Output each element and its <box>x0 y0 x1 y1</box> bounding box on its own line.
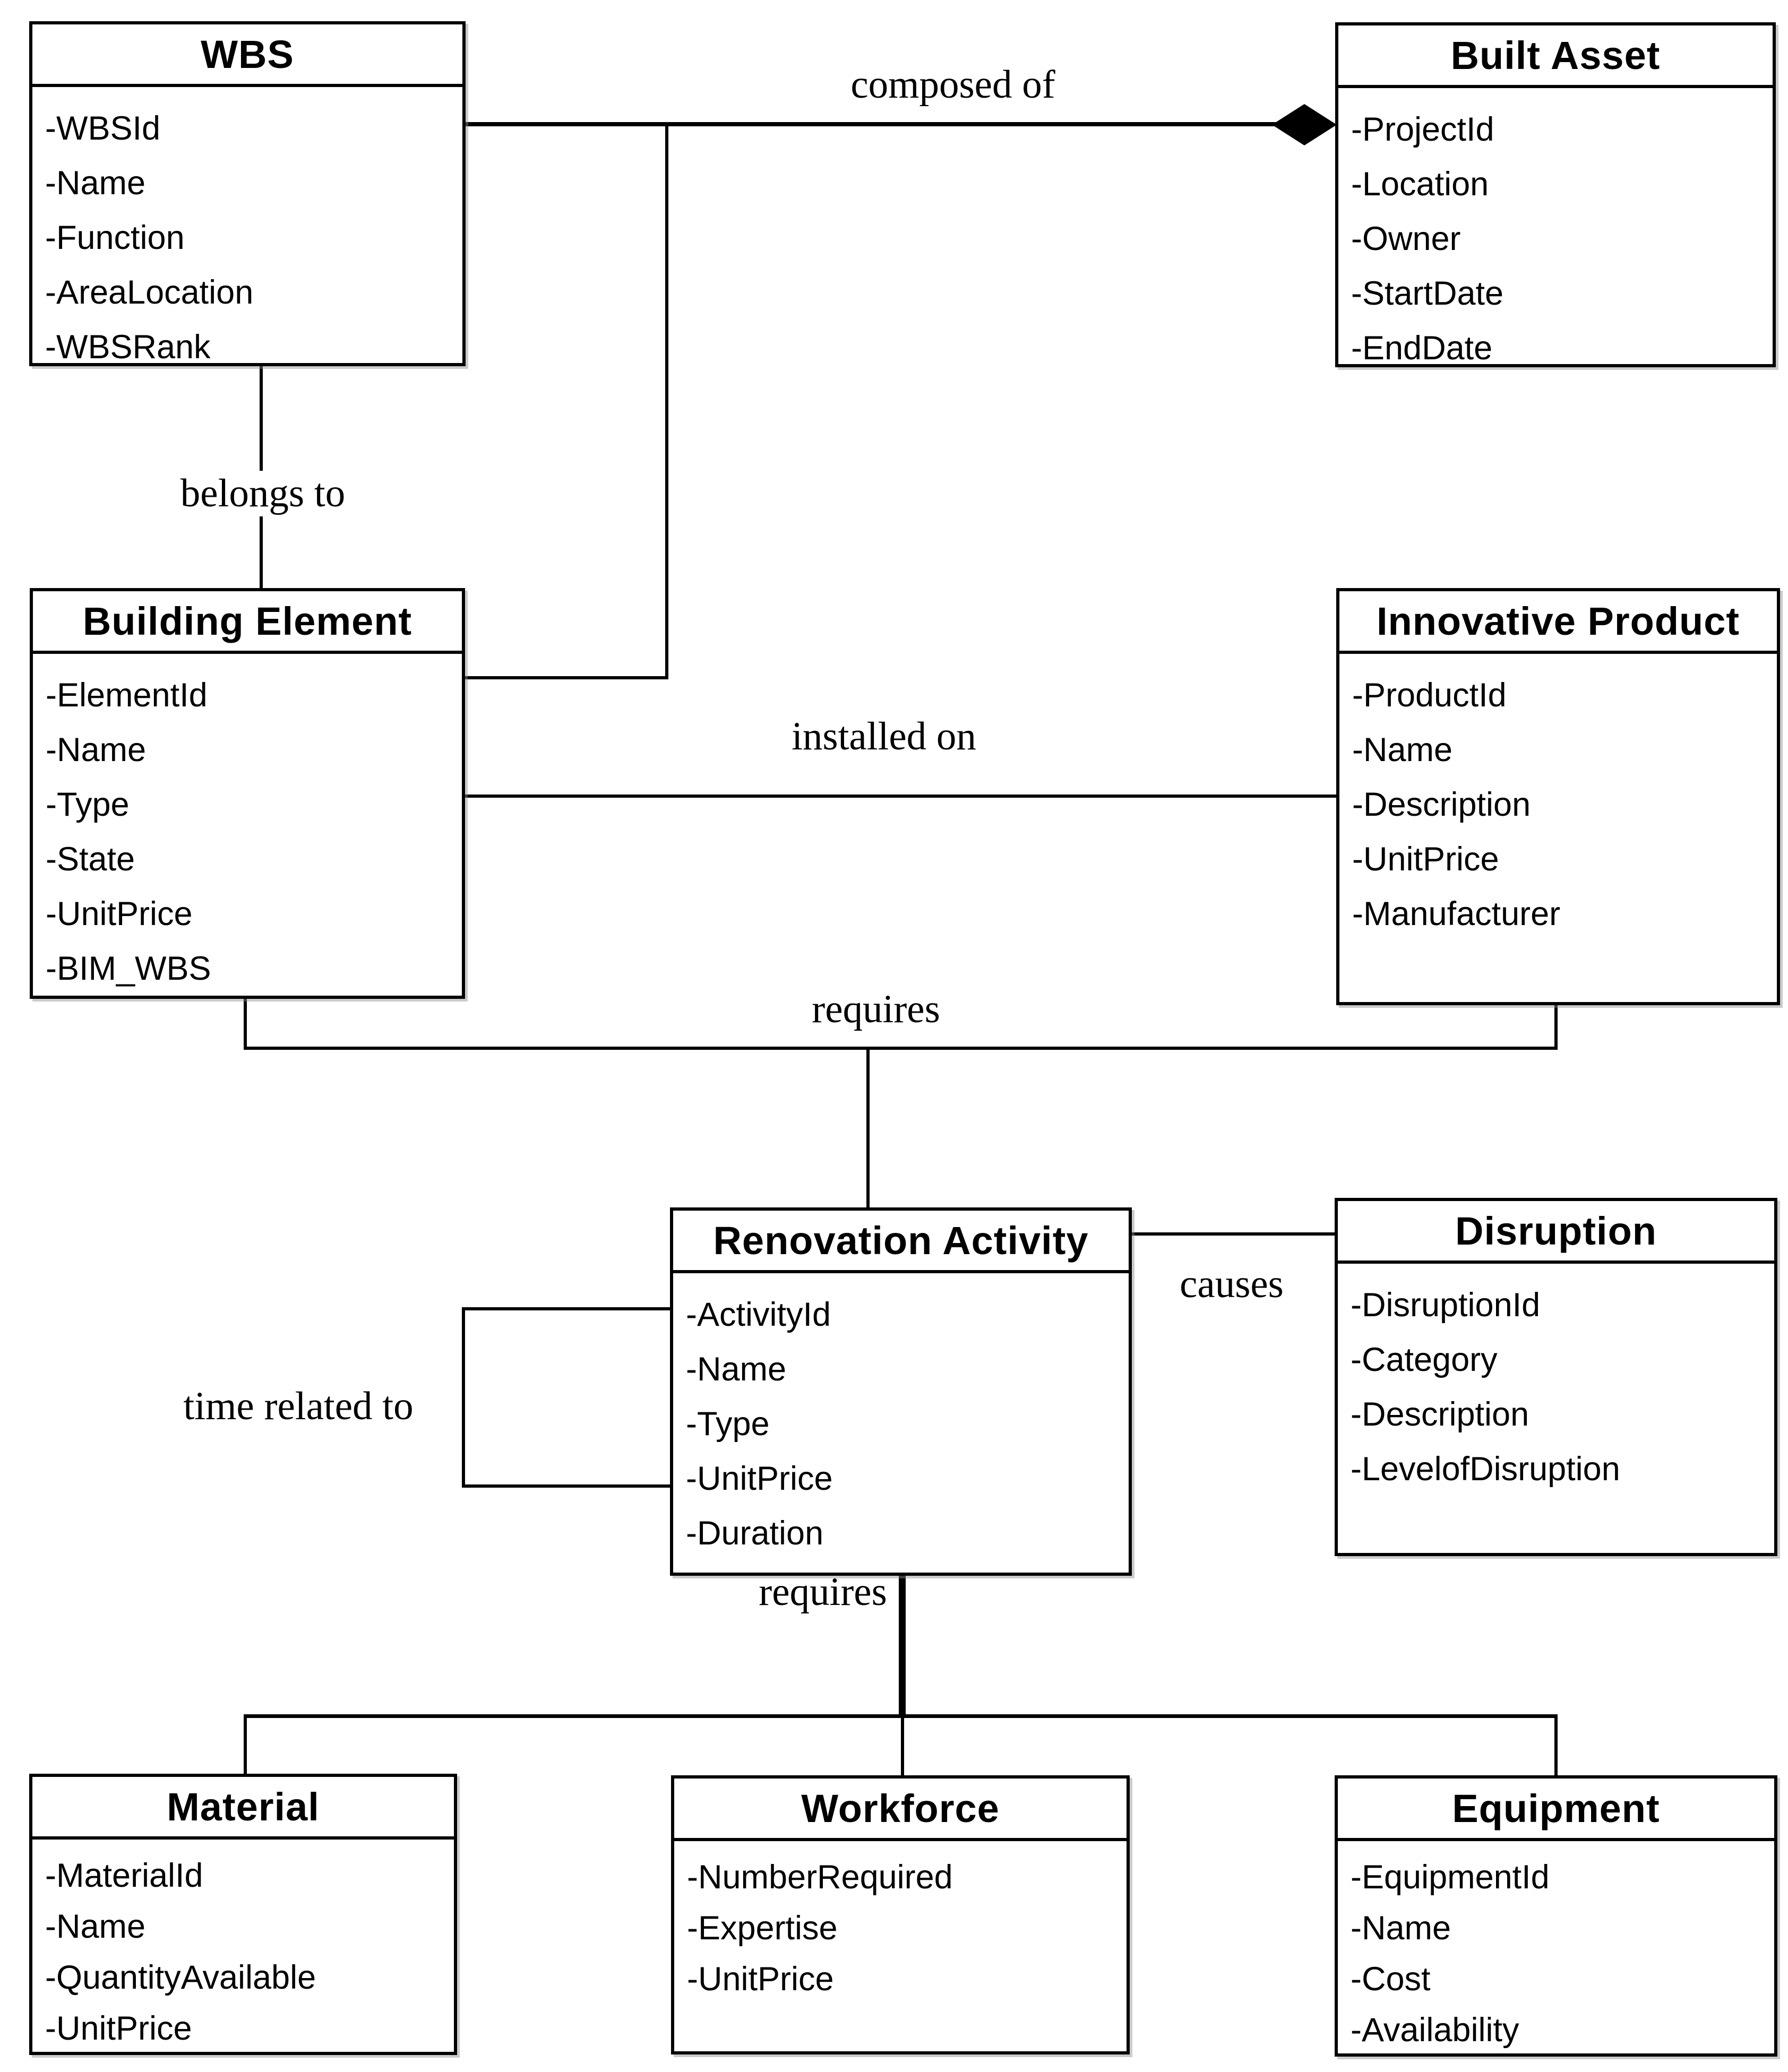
attribute: -WBSId <box>45 109 161 147</box>
attribute: -Name <box>1352 731 1453 769</box>
connector-causes-line <box>1130 1232 1337 1236</box>
class-box-built-asset: Built Asset -ProjectId -Location -Owner … <box>1335 22 1776 367</box>
attribute: -Duration <box>686 1514 824 1552</box>
attribute: -WBSRank <box>45 328 211 366</box>
attribute: -Name <box>1351 1910 1451 1947</box>
class-title-workforce: Workforce <box>674 1779 1127 1841</box>
attribute: -ElementId <box>46 676 208 714</box>
class-box-wbs: WBS -WBSId -Name -Function -AreaLocation… <box>29 21 466 366</box>
connector-requires-upper-horizontal <box>244 1047 1558 1050</box>
attribute: -UnitPrice <box>45 2010 192 2047</box>
attribute: -Cost <box>1351 1961 1431 1998</box>
attribute: -MaterialId <box>45 1857 203 1894</box>
class-box-renovation-activity: Renovation Activity -ActivityId -Name -T… <box>670 1207 1132 1576</box>
class-box-material: Material -MaterialId -Name -QuantityAvai… <box>29 1774 457 2055</box>
attribute: -Location <box>1351 165 1489 203</box>
composition-diamond-icon <box>1272 104 1337 145</box>
class-box-innovative-product: Innovative Product -ProductId -Name -Des… <box>1336 588 1780 1005</box>
class-attrs-renovation-activity: -ActivityId -Name -Type -UnitPrice -Dura… <box>673 1273 1129 1560</box>
attribute: -Type <box>686 1405 770 1443</box>
connector-time-loop-left <box>462 1307 465 1488</box>
connector-branch-horizontal <box>464 676 668 679</box>
connector-requires-lower-horizontal <box>244 1714 1558 1718</box>
attribute: -AreaLocation <box>45 273 254 311</box>
connector-installed-on-line <box>464 795 1338 798</box>
attribute: -Owner <box>1351 220 1461 257</box>
attribute: -Name <box>46 731 147 769</box>
class-attrs-building-element: -ElementId -Name -Type -State -UnitPrice… <box>33 654 462 996</box>
class-box-workforce: Workforce -NumberRequired -Expertise -Un… <box>671 1775 1130 2054</box>
class-title-material: Material <box>32 1777 454 1840</box>
attribute: -EndDate <box>1351 329 1493 367</box>
attribute: -DisruptionId <box>1351 1286 1541 1324</box>
class-attrs-built-asset: -ProjectId -Location -Owner -StartDate -… <box>1338 88 1773 375</box>
connector-requires-upper-stub-right <box>1554 1003 1558 1050</box>
class-box-building-element: Building Element -ElementId -Name -Type … <box>30 588 465 999</box>
connector-requires-lower-stub-material <box>244 1714 247 1775</box>
attribute: -Expertise <box>687 1910 838 1947</box>
attribute: -Availability <box>1351 2011 1519 2049</box>
attribute: -Name <box>45 164 146 202</box>
attribute: -LevelofDisruption <box>1351 1450 1620 1488</box>
class-title-renovation-activity: Renovation Activity <box>673 1211 1129 1273</box>
connector-requires-upper-stub-left <box>244 997 247 1050</box>
connector-requires-lower-stub-equipment <box>1554 1714 1558 1776</box>
class-title-equipment: Equipment <box>1338 1779 1774 1841</box>
class-title-built-asset: Built Asset <box>1338 25 1773 88</box>
attribute: -Function <box>45 219 185 256</box>
attribute: -UnitPrice <box>687 1961 834 1998</box>
attribute: -Type <box>46 785 130 823</box>
connector-branch-vertical <box>665 122 668 679</box>
attribute: -State <box>46 840 135 878</box>
attribute: -ActivityId <box>686 1296 831 1333</box>
attribute: -ProductId <box>1352 676 1507 714</box>
class-title-building-element: Building Element <box>33 591 462 654</box>
attribute: -UnitPrice <box>1352 840 1499 878</box>
attribute: -NumberRequired <box>687 1859 953 1896</box>
connector-composed-of-line <box>465 122 1277 126</box>
class-title-innovative-product: Innovative Product <box>1339 591 1777 654</box>
label-installed-on: installed on <box>784 714 984 759</box>
attribute: -StartDate <box>1351 274 1504 312</box>
class-title-disruption: Disruption <box>1338 1201 1774 1264</box>
class-attrs-equipment: -EquipmentId -Name -Cost -Availability <box>1338 1841 1774 2056</box>
attribute: -EquipmentId <box>1351 1859 1550 1896</box>
class-box-equipment: Equipment -EquipmentId -Name -Cost -Avai… <box>1335 1775 1777 2057</box>
class-title-wbs: WBS <box>32 24 462 87</box>
attribute: -UnitPrice <box>46 895 193 933</box>
label-belongs-to: belongs to <box>173 471 353 516</box>
class-attrs-wbs: -WBSId -Name -Function -AreaLocation -WB… <box>32 87 462 374</box>
class-attrs-disruption: -DisruptionId -Category -Description -Le… <box>1338 1264 1774 1496</box>
class-attrs-material: -MaterialId -Name -QuantityAvailable -Un… <box>32 1840 454 2054</box>
attribute: -Name <box>686 1350 787 1388</box>
class-attrs-innovative-product: -ProductId -Name -Description -UnitPrice… <box>1339 654 1777 941</box>
attribute: -Category <box>1351 1341 1498 1378</box>
attribute: -BIM_WBS <box>46 949 211 987</box>
connector-requires-lower-main <box>899 1574 906 1718</box>
attribute: -ProjectId <box>1351 110 1494 148</box>
connector-requires-upper-down <box>866 1047 870 1208</box>
attribute: -UnitPrice <box>686 1460 833 1497</box>
class-attrs-workforce: -NumberRequired -Expertise -UnitPrice <box>674 1841 1127 2005</box>
label-causes: causes <box>1172 1262 1291 1307</box>
class-box-disruption: Disruption -DisruptionId -Category -Desc… <box>1335 1198 1777 1556</box>
attribute: -Description <box>1352 785 1531 823</box>
attribute: -QuantityAvailable <box>45 1959 316 1996</box>
attribute: -Name <box>45 1908 146 1945</box>
connector-time-loop-bottom <box>462 1484 672 1488</box>
connector-time-loop-top <box>462 1307 672 1310</box>
label-requires-upper: requires <box>804 987 948 1032</box>
connector-requires-lower-stub-workforce <box>901 1714 904 1776</box>
label-composed-of: composed of <box>843 62 1063 108</box>
label-time-related-to: time related to <box>176 1384 421 1429</box>
attribute: -Manufacturer <box>1352 895 1561 933</box>
attribute: -Description <box>1351 1395 1529 1433</box>
label-requires-lower: requires <box>751 1569 895 1615</box>
